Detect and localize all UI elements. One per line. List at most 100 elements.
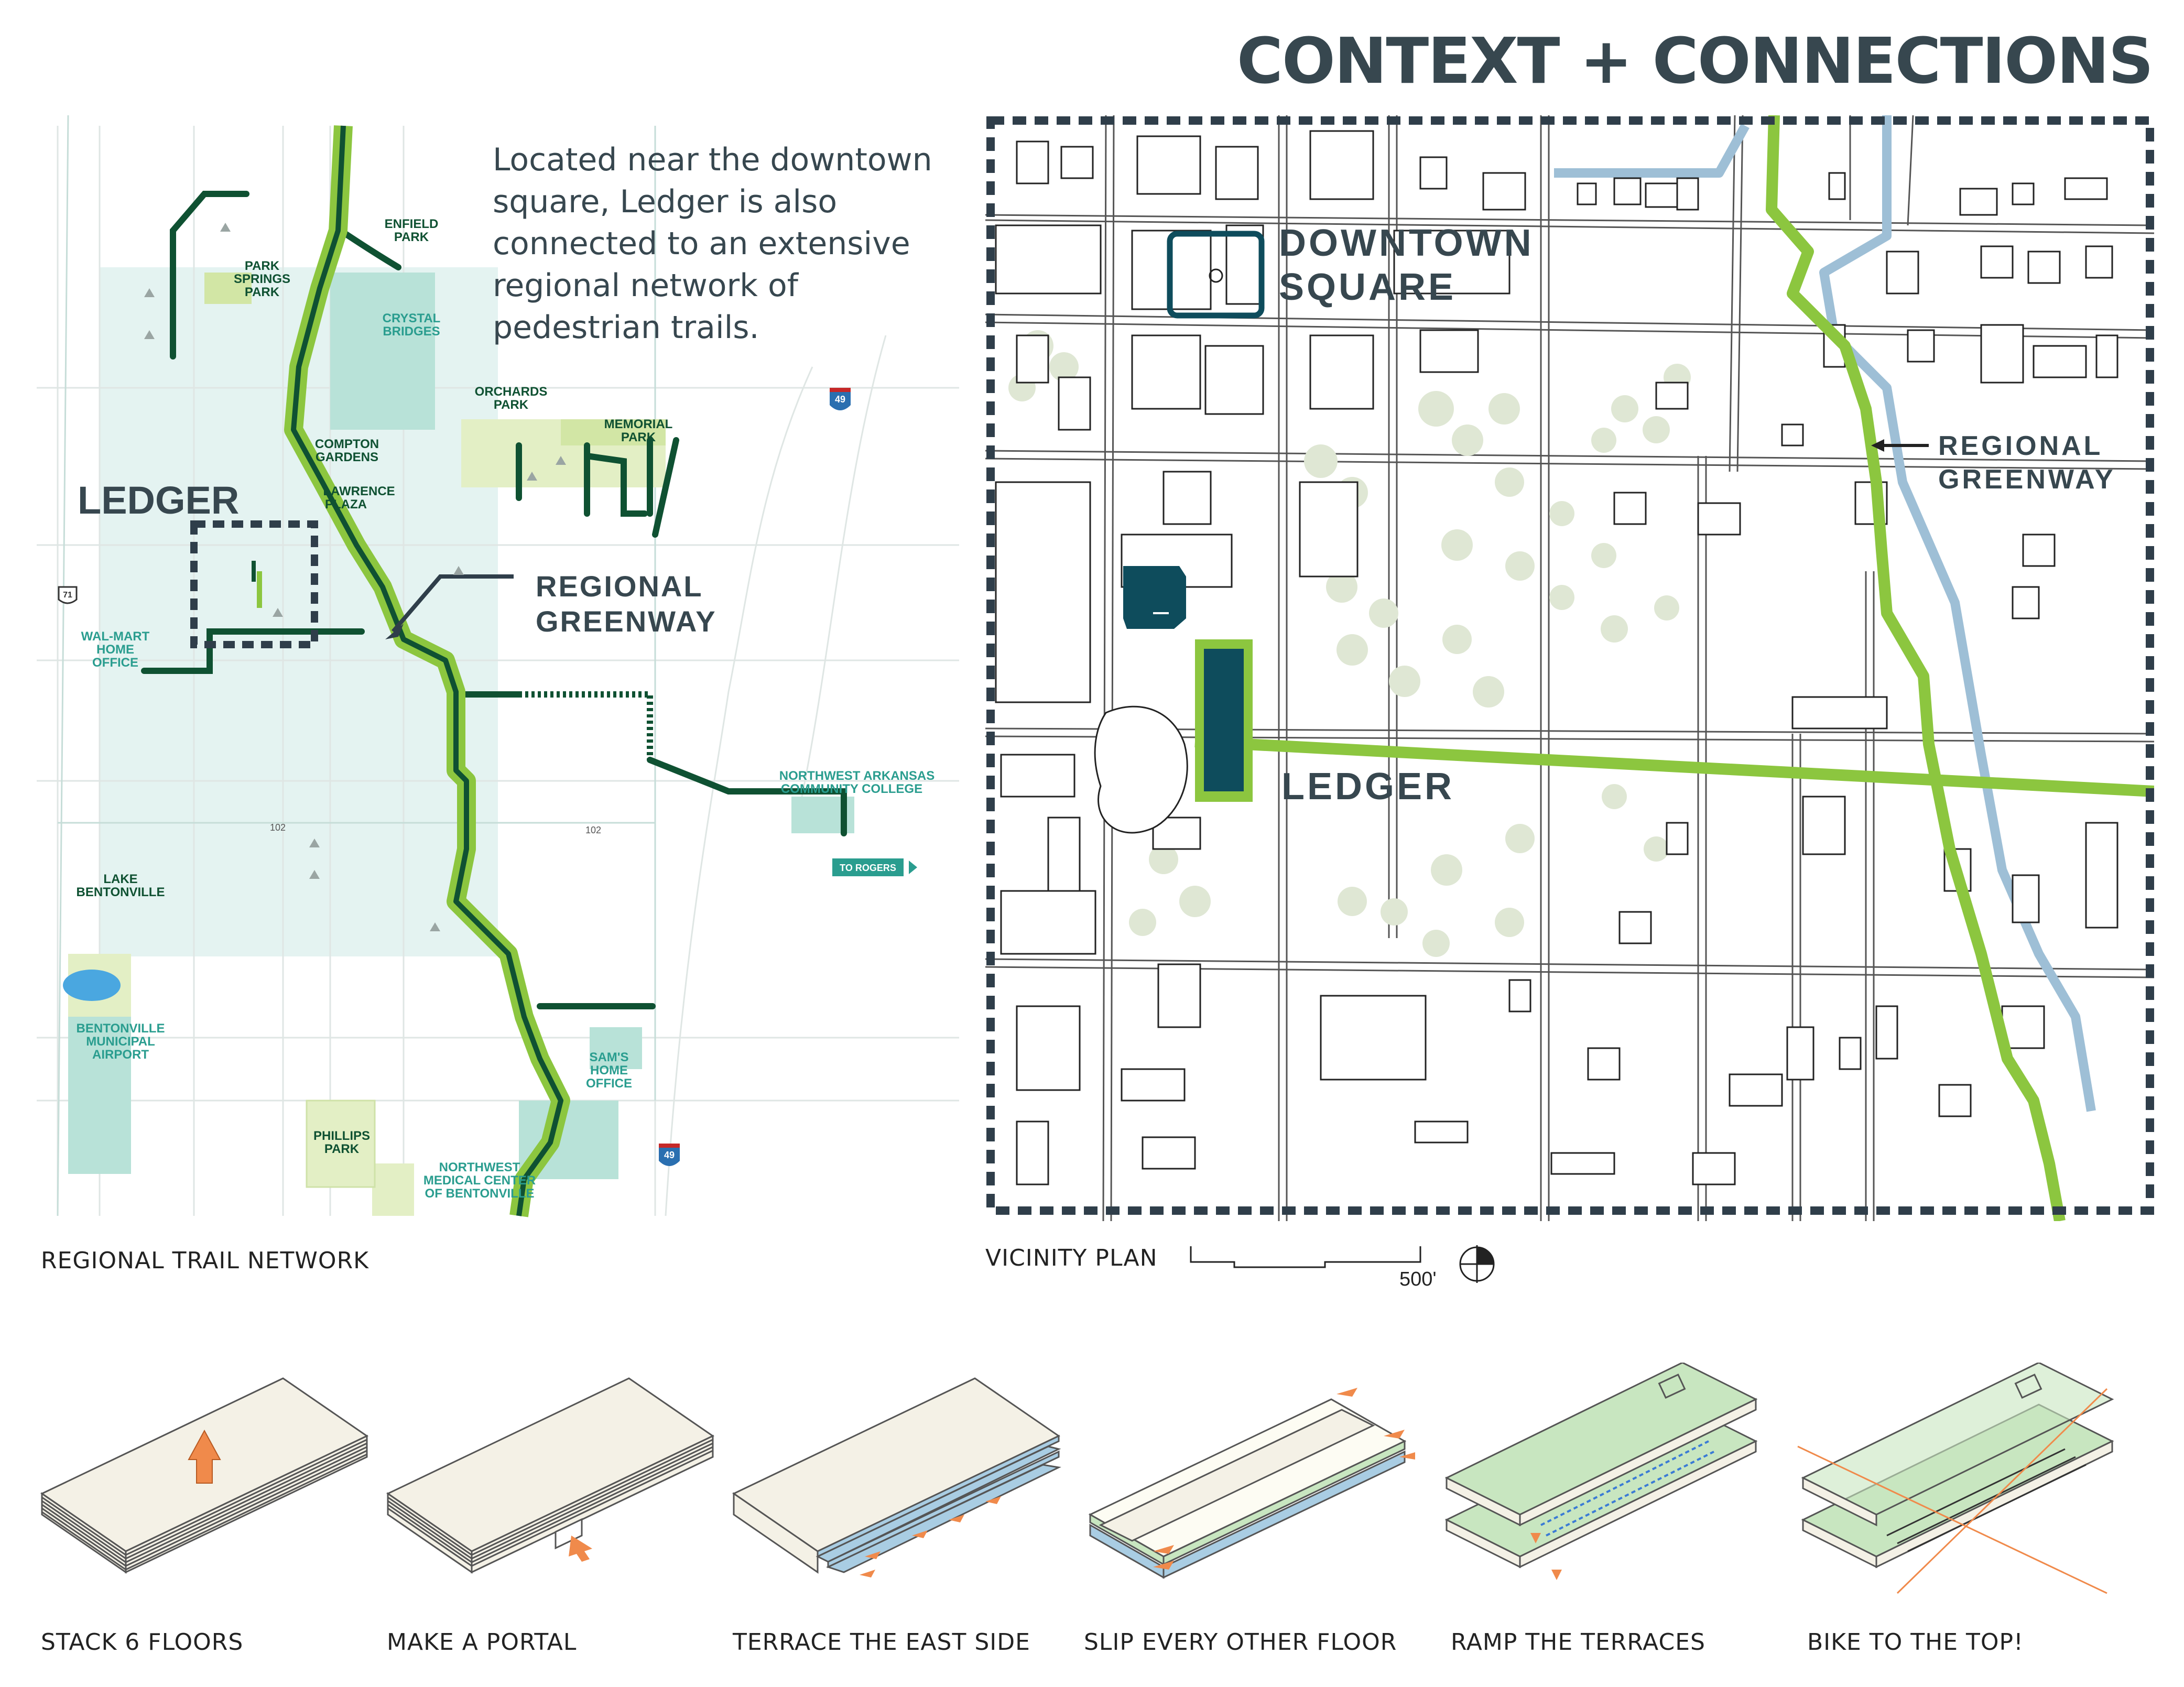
to-rogers-tag: TO ROGERS	[832, 858, 917, 876]
step-1-label: STACK 6 FLOORS	[41, 1629, 244, 1656]
road-102-label-east: 102	[585, 825, 601, 835]
river	[1554, 115, 2096, 1112]
step-portal-diagram	[386, 1377, 714, 1574]
airport-label-3: AIRPORT	[92, 1048, 149, 1062]
greenway-pointer-line	[391, 574, 514, 633]
neighbor-building	[1123, 566, 1186, 629]
memorial-park-label-2: PARK	[621, 430, 656, 444]
phillips-park-label-2: PARK	[324, 1142, 360, 1156]
svg-text:49: 49	[664, 1150, 675, 1160]
ledger-map-label: LEDGER	[78, 478, 239, 522]
terrace-arrows	[860, 1496, 1001, 1577]
sams-office-area	[590, 1027, 642, 1069]
us-71-shield: 71	[58, 586, 78, 604]
phillips-park-label-1: PHILLIPS	[313, 1129, 370, 1143]
sams-label-3: OFFICE	[586, 1076, 632, 1091]
park-springs-label-3: PARK	[245, 285, 280, 299]
lake-bentonville-label-1: LAKE	[103, 872, 137, 886]
scale-bar-line	[1190, 1246, 1421, 1268]
ramp-paths	[1540, 1440, 1714, 1537]
compton-gardens-label-1: COMPTON	[315, 437, 379, 451]
scale-bar: 500'	[1190, 1246, 1437, 1290]
step-slip-diagram	[1088, 1388, 1415, 1579]
north-arrow-icon	[1459, 1245, 1495, 1283]
vicinity-greenway-label-1: REGIONAL	[1938, 431, 2103, 461]
greenway-label-line2: GREENWAY	[536, 605, 717, 638]
ramp-arrows	[1530, 1533, 1562, 1580]
ledger-greenway-connector	[1194, 736, 2154, 797]
slip-arrows	[1153, 1388, 1415, 1570]
crystal-bridges-label-1: CRYSTAL	[383, 311, 441, 325]
downtown-square-fountain	[1209, 268, 1223, 283]
tree-canopy	[1008, 330, 1691, 957]
ledger-site-outline	[190, 520, 318, 648]
walmart-label-3: OFFICE	[92, 656, 138, 670]
greenway-callout-arrowhead	[1871, 439, 1884, 452]
lake-bentonville-label-2: BENTONVILLE	[77, 885, 165, 899]
vicinity-plan-caption: VICINITY PLAN	[985, 1245, 1158, 1271]
park-area	[372, 1163, 414, 1216]
intro-paragraph: Located near the downtown square, Ledger…	[493, 142, 932, 346]
road-102-label-west: 102	[270, 822, 286, 833]
airport-label-2: MUNICIPAL	[86, 1035, 155, 1049]
downtown-square-outline	[1167, 231, 1265, 319]
memorial-park-label-1: MEMORIAL	[604, 417, 673, 431]
crystal-bridges-label-2: BRIDGES	[383, 324, 440, 339]
ledger-building	[1204, 649, 1244, 791]
sams-label-1: SAM'S	[589, 1050, 628, 1064]
nwacc-label-1: NORTHWEST ARKANSAS	[779, 769, 935, 783]
compton-gardens-label-2: GARDENS	[316, 450, 378, 464]
place-labels: ENFIELD PARK PARK SPRINGS PARK CRYSTAL B…	[77, 217, 935, 1201]
interstate-49-south-shield: 49	[659, 1144, 680, 1166]
medical-center-label-2: MEDICAL CENTER	[423, 1173, 536, 1188]
step-stack-diagram	[40, 1377, 368, 1574]
nwacc-label-2: COMMUNITY COLLEGE	[781, 782, 922, 796]
step-3-label: TERRACE THE EAST SIDE	[733, 1629, 1030, 1656]
portal-arrow-icon	[569, 1536, 592, 1562]
vicinity-greenway-label-2: GREENWAY	[1938, 464, 2116, 495]
downtown-square-label-2: SQUARE	[1279, 266, 1456, 308]
page-title: CONTEXT + CONNECTIONS	[1236, 25, 2154, 98]
park-springs-area	[204, 273, 252, 304]
park-springs-label-2: SPRINGS	[234, 272, 290, 286]
park-springs-label-1: PARK	[245, 259, 280, 273]
walmart-label-1: WAL-MART	[81, 629, 150, 644]
to-rogers-label: TO ROGERS	[840, 863, 896, 873]
downtown-square-label-1: DOWNTOWN	[1279, 222, 1534, 264]
walmart-label-2: HOME	[96, 643, 134, 657]
poi-icons	[144, 223, 566, 931]
scale-bar-label: 500'	[1399, 1268, 1437, 1290]
planned-trails	[519, 691, 653, 760]
vicinity-ledger-label: LEDGER	[1281, 766, 1454, 808]
step-bike-diagram	[1797, 1363, 2114, 1594]
regional-trail-map: 49 49 71 102 102 LEDGER REGIONAL GREENWA…	[37, 115, 959, 1217]
bike-route-arrows	[1797, 1388, 2108, 1594]
major-roads	[57, 115, 656, 1216]
sams-label-2: HOME	[590, 1063, 628, 1077]
crystal-bridges-area	[330, 273, 435, 430]
regional-greenway-centerline	[291, 125, 563, 1216]
enfield-park-label-2: PARK	[394, 230, 429, 244]
airport-label-1: BENTONVILLE	[77, 1021, 165, 1036]
lawrence-plaza-label-2: PLAZA	[325, 497, 367, 511]
vicinity-streets	[985, 115, 2154, 1221]
interstate-49-north-shield: 49	[830, 388, 851, 410]
step-ramp-diagram	[1444, 1363, 1758, 1580]
regional-trails	[141, 191, 847, 1009]
step-6-label: BIKE TO THE TOP!	[1807, 1629, 2024, 1656]
step-terrace-diagram	[732, 1377, 1061, 1577]
bike-path-lines	[1886, 1448, 2087, 1552]
orchards-park-label-1: ORCHARDS	[475, 385, 548, 399]
ledger-site-green	[257, 571, 262, 608]
svg-text:49: 49	[835, 394, 845, 405]
step-2-label: MAKE A PORTAL	[387, 1629, 577, 1656]
lawrence-plaza-label-1: LAWRENCE	[323, 484, 395, 498]
step-4-label: SLIP EVERY OTHER FLOOR	[1084, 1629, 1397, 1656]
regional-greenway-vicinity	[1766, 115, 2066, 1221]
medical-center-label-3: OF BENTONVILLE	[425, 1187, 535, 1201]
step-5-label: RAMP THE TERRACES	[1451, 1629, 1705, 1656]
orchards-park-label-2: PARK	[494, 398, 529, 412]
park-blob	[1094, 705, 1188, 834]
svg-text:71: 71	[63, 591, 72, 600]
enfield-park-label-1: ENFIELD	[385, 217, 439, 231]
